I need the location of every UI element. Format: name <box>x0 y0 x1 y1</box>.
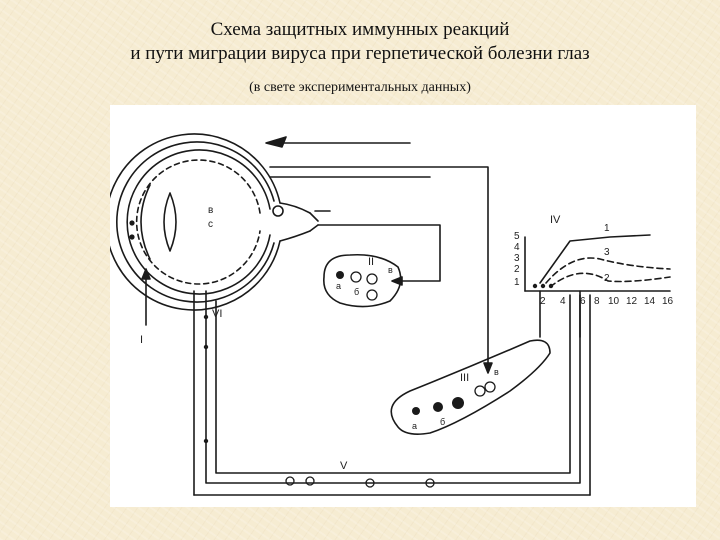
path-to-II <box>317 224 441 282</box>
eye-label-4: в <box>208 205 213 216</box>
ring-II-c <box>366 289 378 301</box>
eye-globe <box>110 133 284 311</box>
label-VI: VI <box>212 308 222 320</box>
x-tick-16: 16 <box>662 296 674 307</box>
optic-disc <box>272 205 284 217</box>
label-I: I <box>140 334 143 346</box>
dot-III-b <box>433 402 443 412</box>
label-III: III <box>460 372 469 384</box>
arrow-head-down-III <box>483 362 493 374</box>
x-tick-2: 2 <box>540 296 546 307</box>
dot-eye-2 <box>129 234 135 240</box>
ring-bottom-3 <box>365 478 375 488</box>
dot-eye-1 <box>129 220 135 226</box>
eye-lens <box>163 192 177 252</box>
x-tick-12: 12 <box>626 296 638 307</box>
cell-labels: а б в а б в <box>336 265 499 431</box>
cell-III-label-a: а <box>412 421 417 431</box>
x-tick-10: 10 <box>608 296 620 307</box>
dot-III-a <box>412 407 420 415</box>
label-II: II <box>368 256 374 268</box>
x-tick-6: 6 <box>580 296 586 307</box>
eye-retina-wall <box>135 159 261 285</box>
cell-II-outline <box>323 253 402 308</box>
cell-II-label-c: в <box>388 265 393 275</box>
optic-nerve-tip-upper <box>309 212 319 222</box>
particles <box>129 220 554 444</box>
x-tick-14: 14 <box>644 296 656 307</box>
curve-label-2: 2 <box>604 273 610 284</box>
graph-y-ticks: 5 4 3 2 1 <box>514 231 520 288</box>
y-tick-2: 2 <box>514 264 520 275</box>
ring-bottom-4 <box>425 478 435 488</box>
x-tick-4: 4 <box>560 296 566 307</box>
y-tick-5: 5 <box>514 231 520 242</box>
ring-bottom-2 <box>305 476 315 486</box>
eye-label-5: с <box>208 219 213 230</box>
path-upper-outer <box>269 166 489 364</box>
title-line-2: и пути миграции вируса при герпетической… <box>130 43 590 64</box>
ring-II-a <box>350 271 362 283</box>
cell-II-label-b: б <box>354 287 359 297</box>
optic-nerve-tip-lower <box>309 224 319 232</box>
ring-II-b <box>366 273 378 285</box>
cell-II-label-a: а <box>336 281 341 291</box>
pathway-V <box>193 290 591 496</box>
dot-graph-3 <box>548 283 554 289</box>
eye-outer-wall <box>110 133 281 311</box>
curve-label-1: 1 <box>604 223 610 234</box>
graph-IV <box>524 234 671 338</box>
y-tick-3: 3 <box>514 253 520 264</box>
slide-title: Схема защитных иммунных реакций и пути м… <box>0 18 720 66</box>
cell-III-outline <box>390 339 551 435</box>
label-IV: IV <box>550 214 561 226</box>
pathway-I <box>141 268 151 326</box>
path-V-outer <box>205 290 581 484</box>
x-tick-8: 8 <box>594 296 600 307</box>
arrow-head-I <box>141 268 151 280</box>
dot-graph-1 <box>532 283 538 289</box>
dot-nerve-1 <box>203 344 209 350</box>
y-tick-1: 1 <box>514 277 520 288</box>
dot-II-a <box>336 271 344 279</box>
optic-nerve <box>279 202 319 242</box>
cell-III-label-b: б <box>440 417 445 427</box>
diagram-svg: I II III IV V VI в б а в с 5 4 3 2 1 2 4… <box>110 133 674 496</box>
ring-III-b <box>484 381 496 393</box>
curve-1 <box>539 234 651 284</box>
curve-2 <box>549 272 671 288</box>
eye-middle-wall <box>116 141 275 303</box>
immune-reaction-diagram: I II III IV V VI в б а в с 5 4 3 2 1 2 4… <box>110 105 696 507</box>
open-particles <box>285 271 496 488</box>
label-V: V <box>340 460 348 472</box>
dot-graph-2 <box>540 283 546 289</box>
dot-nerve-3 <box>203 314 209 320</box>
eye-inner-wall <box>126 149 271 295</box>
curve-label-3: 3 <box>604 247 610 258</box>
pathway-to-III <box>265 136 493 374</box>
path-V-inner <box>215 294 571 474</box>
graph-x-ticks: 2 4 6 8 10 12 14 16 <box>540 296 674 307</box>
graph-curve-labels: 1 2 3 <box>604 223 610 284</box>
title-line-1: Схема защитных иммунных реакций <box>210 19 510 40</box>
slide-subtitle: (в свете экспериментальных данных) <box>249 80 471 95</box>
dot-III-c <box>452 397 464 409</box>
optic-nerve-upper <box>279 202 311 214</box>
curve-3 <box>545 257 671 284</box>
cell-III-label-c: в <box>494 367 499 377</box>
ring-bottom-1 <box>285 476 295 486</box>
optic-nerve-lower <box>279 230 311 242</box>
dot-nerve-2 <box>203 438 209 444</box>
eye-cornea <box>140 184 151 260</box>
ring-III-a <box>474 385 486 397</box>
y-tick-4: 4 <box>514 242 520 253</box>
arrow-head-upper-left <box>265 136 287 148</box>
